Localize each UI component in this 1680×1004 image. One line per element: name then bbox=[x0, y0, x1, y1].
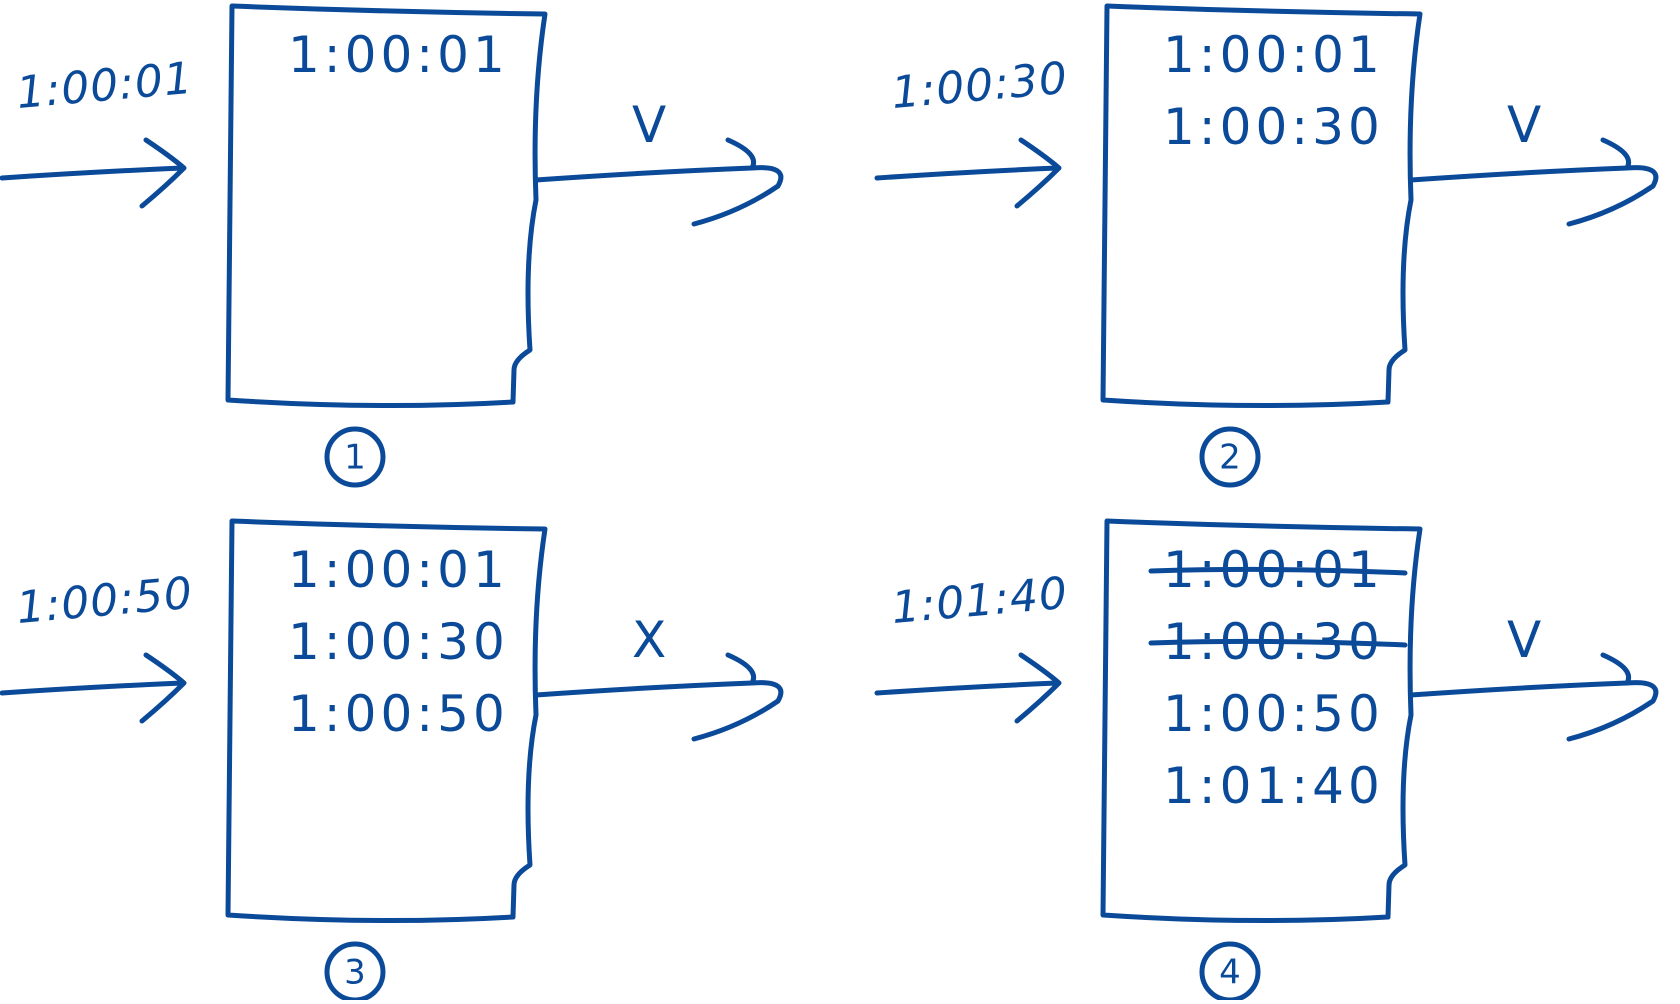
queue-entry: 1:00:30 bbox=[288, 613, 509, 671]
input-time-label: 1:00:01 bbox=[15, 53, 195, 119]
step-number: 1 bbox=[344, 438, 366, 478]
queue-box bbox=[225, 518, 548, 924]
step-number: 4 bbox=[1219, 953, 1241, 993]
step-number-circle bbox=[324, 426, 386, 488]
input-arrow bbox=[0, 137, 187, 209]
step-number: 2 bbox=[1219, 438, 1241, 478]
queue-entry: 1:00:50 bbox=[1163, 685, 1384, 743]
output-arrow bbox=[533, 652, 784, 742]
queue-entry: 1:00:01 bbox=[288, 541, 509, 599]
queue-entry: 1:00:01 bbox=[288, 26, 509, 84]
queue-box bbox=[1100, 518, 1423, 924]
result-mark: V bbox=[1507, 96, 1541, 154]
result-mark: V bbox=[1507, 611, 1541, 669]
queue-entry: 1:00:30 bbox=[1163, 98, 1384, 156]
strike-line bbox=[1148, 566, 1408, 576]
queue-entry: 1:00:50 bbox=[288, 685, 509, 743]
input-arrow bbox=[874, 137, 1062, 209]
input-arrow bbox=[0, 652, 187, 724]
step-number: 3 bbox=[344, 953, 366, 993]
step-number-circle bbox=[1199, 426, 1261, 488]
input-arrow bbox=[874, 652, 1062, 724]
queue-entry: 1:00:01 bbox=[1163, 26, 1384, 84]
panel-1: 1:00:01 1:00:01V 1 bbox=[0, 3, 784, 488]
strike-line bbox=[1148, 638, 1408, 648]
output-arrow bbox=[1408, 137, 1659, 227]
input-time-label: 1:00:30 bbox=[890, 53, 1070, 119]
output-arrow bbox=[1408, 652, 1659, 742]
queue-box bbox=[225, 3, 548, 409]
queue-entry: 1:01:40 bbox=[1163, 757, 1384, 815]
input-time-label: 1:00:50 bbox=[15, 568, 195, 634]
input-time-label: 1:01:40 bbox=[890, 568, 1070, 634]
output-arrow bbox=[533, 137, 784, 227]
queue-box bbox=[1100, 3, 1423, 409]
result-mark: V bbox=[632, 96, 666, 154]
result-mark: X bbox=[632, 611, 666, 669]
